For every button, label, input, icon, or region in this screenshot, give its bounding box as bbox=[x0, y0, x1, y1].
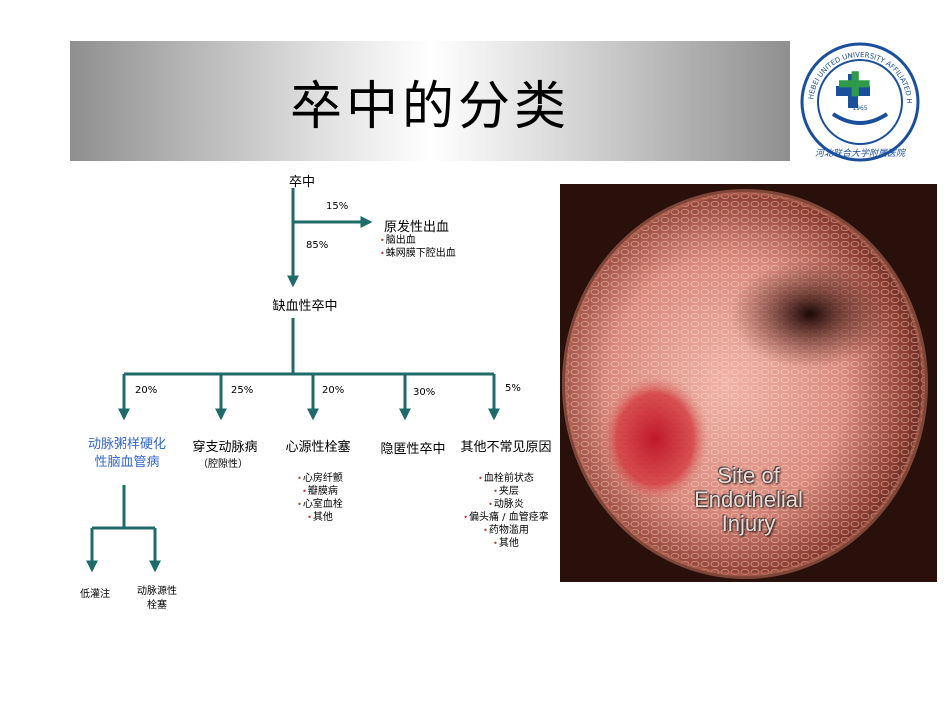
list-item: 瓣膜病 bbox=[297, 485, 343, 498]
list-item: 动脉炎 bbox=[463, 498, 548, 511]
perforator-note: （腔隙性） bbox=[198, 459, 248, 470]
pct-ischemic: 85% bbox=[306, 240, 329, 251]
node-cryptogenic: 隐匿性卒中 bbox=[380, 442, 446, 457]
node-other-causes: 其他不常见原因 bbox=[460, 440, 552, 455]
artery-embolism-line2: 栓塞 bbox=[147, 600, 167, 611]
node-cardioembolic: 心源性栓塞 bbox=[285, 440, 351, 455]
node-primary-hemorrhage: 原发性出血 bbox=[384, 220, 450, 235]
cardioembolic-list: 心房纤颤 瓣膜病 心室血栓 其他 bbox=[297, 472, 343, 524]
photo-caption: Site of Endothelial Injury bbox=[694, 463, 803, 536]
list-item: 夹层 bbox=[463, 485, 548, 498]
list-item: 其他 bbox=[297, 511, 343, 524]
athero-line1: 动脉粥样硬化 bbox=[87, 437, 167, 452]
node-hypoperfusion: 低灌注 bbox=[80, 589, 110, 600]
pct-cryptogenic: 30% bbox=[413, 387, 436, 398]
artery-embolism-line1: 动脉源性 bbox=[137, 586, 177, 597]
list-item: 其他 bbox=[463, 537, 548, 550]
list-item: 偏头痛 / 血管痉挛 bbox=[463, 511, 549, 524]
list-item: 血栓前状态 bbox=[463, 472, 548, 485]
title-banner: 卒中的分类 bbox=[70, 41, 790, 161]
node-perforator: 穿支动脉病 bbox=[192, 440, 258, 455]
list-item: 药物滥用 bbox=[463, 524, 548, 537]
pct-other: 5% bbox=[505, 383, 521, 394]
list-item: 心房纤颤 bbox=[297, 472, 343, 485]
list-item: 脑出血 bbox=[380, 234, 456, 247]
pct-perforator: 25% bbox=[231, 385, 254, 396]
node-ischemic-stroke: 缺血性卒中 bbox=[272, 299, 338, 314]
endothelial-injury-photo: Site of Endothelial Injury bbox=[560, 184, 937, 582]
node-artery-embolism: 动脉源性 栓塞 bbox=[137, 585, 177, 613]
logo-calligraphy: 河北联合大学附属医院 bbox=[815, 148, 907, 159]
hemorrhage-list: 脑出血 蛛网膜下腔出血 bbox=[380, 234, 456, 260]
list-item: 蛛网膜下腔出血 bbox=[380, 247, 456, 260]
hospital-logo: HEBEI UNITED UNIVERSITY AFFILIATED HOSPI… bbox=[788, 36, 929, 172]
pct-athero: 20% bbox=[135, 385, 158, 396]
node-stroke: 卒中 bbox=[288, 175, 316, 190]
node-atherosclerosis[interactable]: 动脉粥样硬化 性脑血管病 bbox=[88, 436, 166, 472]
list-item: 心室血栓 bbox=[297, 498, 343, 511]
athero-line2: 性脑血管病 bbox=[94, 455, 160, 470]
slide-title: 卒中的分类 bbox=[289, 76, 570, 137]
other-causes-list: 血栓前状态 夹层 动脉炎 偏头痛 / 血管痉挛 药物滥用 其他 bbox=[463, 472, 549, 550]
logo-year: 1965 bbox=[852, 105, 867, 112]
pct-cardioembolic: 20% bbox=[322, 385, 345, 396]
pct-hemorrhage: 15% bbox=[326, 201, 349, 212]
